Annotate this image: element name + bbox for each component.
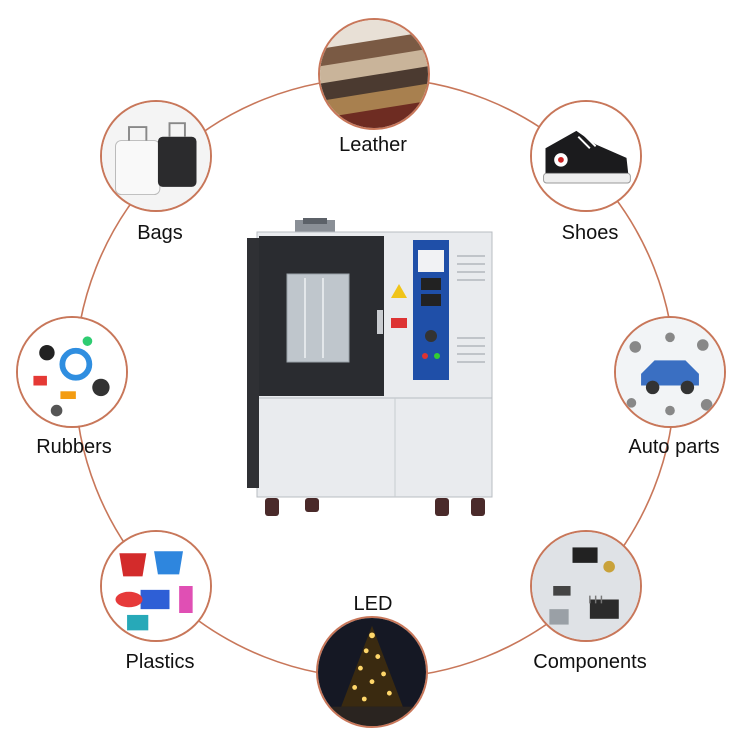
aging-test-chamber <box>245 218 500 523</box>
shoes-node <box>530 100 642 212</box>
christmas-tree-lights-icon <box>318 618 426 726</box>
components-label: Components <box>533 651 647 673</box>
led-node <box>316 616 428 728</box>
leather-swatches-icon <box>320 20 428 128</box>
leather-node <box>318 18 430 130</box>
auto-parts-node <box>614 316 726 428</box>
shoes-label: Shoes <box>561 222 619 244</box>
plastic-buckets-icon <box>102 532 210 640</box>
bags-label: Bags <box>137 222 183 244</box>
rubbers-node <box>16 316 128 428</box>
plastics-node <box>100 530 212 642</box>
led-label: LED <box>353 593 393 615</box>
leather-label: Leather <box>339 134 407 156</box>
sneaker-icon <box>532 102 640 210</box>
car-parts-icon <box>616 318 724 426</box>
rubber-parts-icon <box>18 318 126 426</box>
auto-parts-label: Auto parts <box>628 436 720 458</box>
components-node <box>530 530 642 642</box>
electronic-components-icon <box>532 532 640 640</box>
bags-node <box>100 100 212 212</box>
luggage-icon <box>102 102 210 210</box>
plastics-label: Plastics <box>125 651 195 673</box>
rubbers-label: Rubbers <box>36 436 112 458</box>
